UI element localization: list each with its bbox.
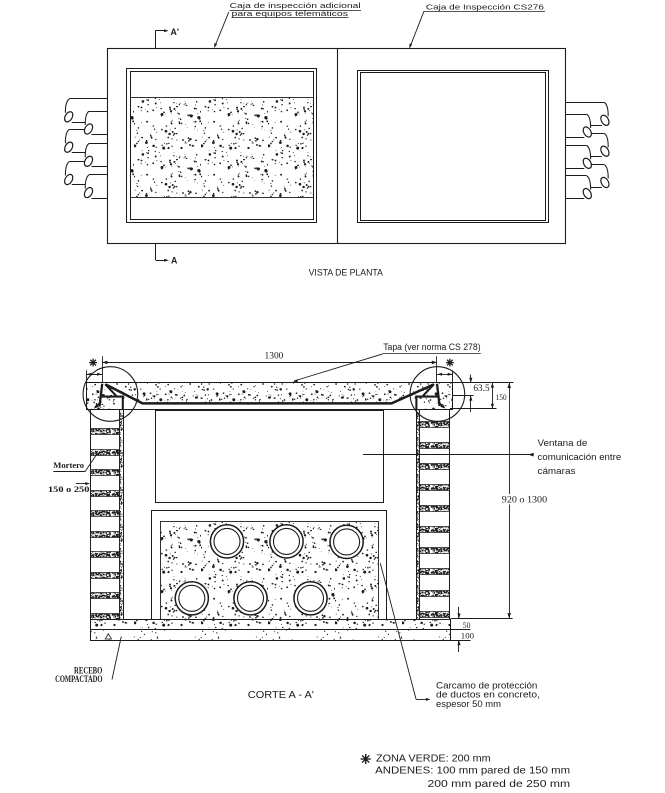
svg-text:920 o 1300: 920 o 1300 [502, 495, 548, 505]
svg-text:de ductos en concreto,: de ductos en concreto, [436, 690, 540, 700]
svg-text:100: 100 [461, 631, 474, 640]
svg-text:A: A [171, 256, 178, 266]
svg-text:Carcamo de protección: Carcamo de protección [436, 681, 538, 691]
svg-text:para equipos telemáticos: para equipos telemáticos [232, 9, 349, 18]
svg-text:63.5: 63.5 [473, 383, 490, 393]
svg-text:Mortero: Mortero [53, 461, 84, 470]
svg-text:Caja de inspección adicional: Caja de inspección adicional [230, 1, 362, 10]
svg-text:comunicación entre: comunicación entre [538, 452, 622, 463]
svg-text:200 mm pared de 250 mm: 200 mm pared de 250 mm [428, 779, 571, 790]
svg-text:RECEBO: RECEBO [74, 665, 102, 675]
svg-text:Caja de Inspección CS276: Caja de Inspección CS276 [426, 3, 544, 12]
svg-text:Tapa (ver norma CS 278): Tapa (ver norma CS 278) [383, 342, 480, 352]
svg-text:ZONA VERDE: 200 mm: ZONA VERDE: 200 mm [376, 754, 491, 765]
svg-text:VISTA DE PLANTA: VISTA DE PLANTA [309, 268, 384, 278]
svg-text:cámaras: cámaras [538, 466, 576, 477]
svg-text:CORTE A - A': CORTE A - A' [248, 690, 314, 701]
svg-text:1300: 1300 [265, 350, 284, 360]
svg-text:COMPACTADO: COMPACTADO [55, 674, 102, 684]
svg-text:ANDENES: 100 mm pared de 150 m: ANDENES: 100 mm pared de 150 mm [375, 765, 570, 776]
svg-text:espesor 50 mm: espesor 50 mm [436, 699, 501, 709]
svg-text:150: 150 [496, 393, 507, 402]
svg-text:Ventana de: Ventana de [538, 438, 588, 449]
svg-text:150 o 250: 150 o 250 [48, 485, 89, 494]
svg-text:50: 50 [463, 621, 471, 630]
svg-text:A': A' [171, 27, 179, 37]
